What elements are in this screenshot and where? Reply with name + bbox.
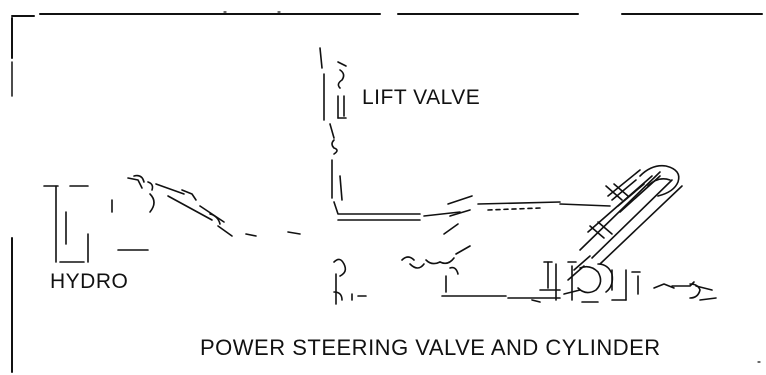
lift-hose xyxy=(334,196,610,234)
hydro-unit xyxy=(44,176,300,262)
scan-specks xyxy=(224,12,760,362)
lift-valve xyxy=(320,48,346,200)
lift-valve-label: LIFT VALVE xyxy=(362,86,480,110)
steering-valve xyxy=(334,246,560,304)
steering-cylinder xyxy=(568,166,682,280)
frame-border xyxy=(12,14,762,372)
steering-linkage xyxy=(540,262,716,302)
hydro-label: HYDRO xyxy=(50,270,128,294)
power-steering-label: POWER STEERING VALVE AND CYLINDER xyxy=(200,335,661,361)
